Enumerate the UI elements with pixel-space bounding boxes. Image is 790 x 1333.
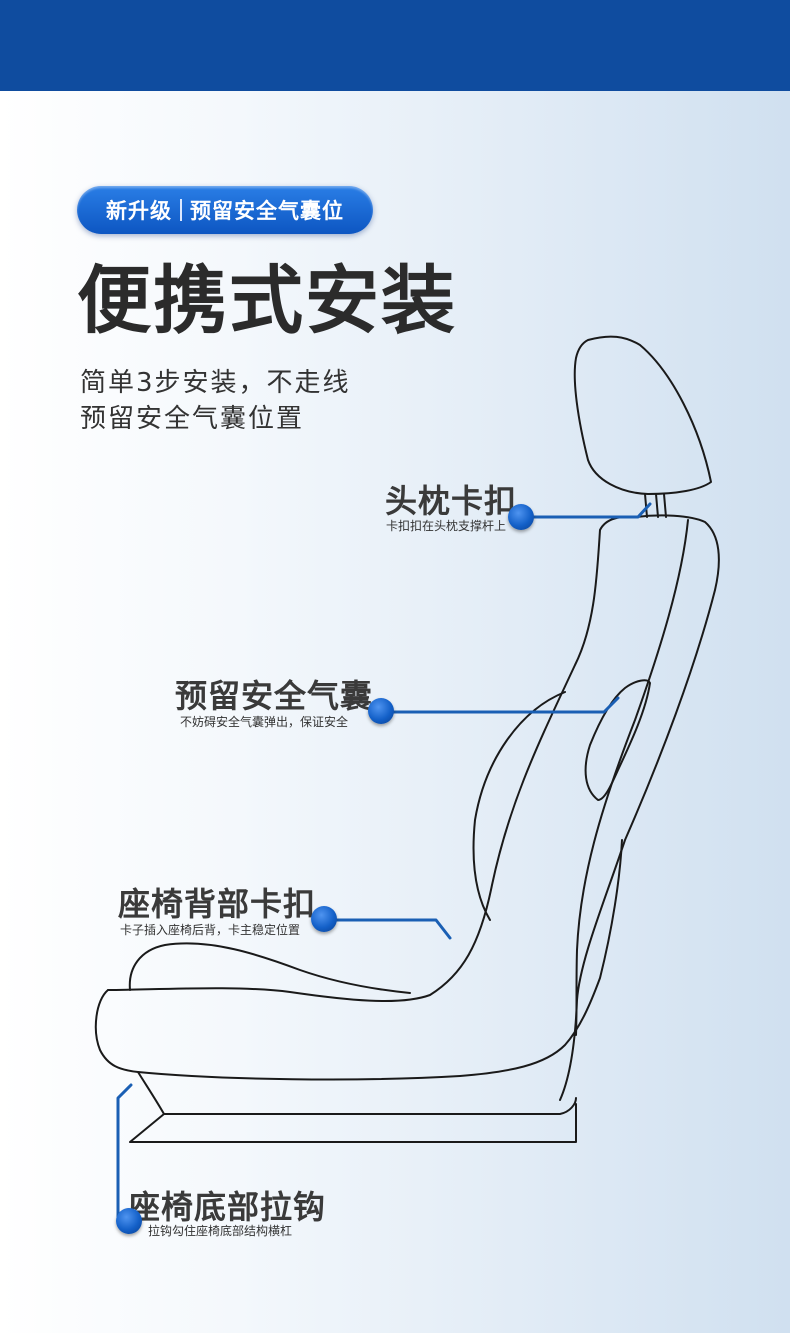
callout-backclip-title: 座椅背部卡扣 bbox=[118, 885, 317, 923]
badge-right-text: 预留安全气囊位 bbox=[190, 199, 344, 223]
callout-line-headrest bbox=[520, 502, 652, 519]
callout-airbag-desc: 不妨碍安全气囊弹出，保证安全 bbox=[180, 715, 349, 729]
backrest-outer bbox=[559, 514, 720, 1101]
top-banner bbox=[0, 0, 790, 91]
callout-airbag-marker bbox=[368, 698, 394, 724]
headrest-posts bbox=[644, 493, 667, 518]
badge-separator bbox=[180, 199, 182, 221]
callout-line-airbag bbox=[380, 696, 620, 714]
callout-line-bottomhook bbox=[116, 1083, 133, 1224]
callout-bottomhook-marker bbox=[116, 1208, 142, 1234]
badge-left-text: 新升级 bbox=[106, 199, 172, 223]
callout-airbag-title: 预留安全气囊 bbox=[175, 677, 374, 715]
seat-cushion-body bbox=[94, 839, 623, 1081]
side-bolster bbox=[472, 691, 566, 921]
upgrade-badge: 新升级 预留安全气囊位 bbox=[77, 186, 373, 234]
backrest-seam bbox=[575, 519, 689, 1036]
callout-headrest-title: 头枕卡扣 bbox=[385, 482, 518, 520]
callout-bottomhook-desc: 拉钩勾住座椅底部结构横杠 bbox=[148, 1224, 293, 1238]
callout-backclip-marker bbox=[311, 906, 337, 932]
lumbar-pad bbox=[584, 679, 651, 801]
seat-base bbox=[129, 1071, 577, 1143]
subtitle-line-2: 预留安全气囊位置 bbox=[80, 404, 305, 434]
callout-headrest-marker bbox=[508, 504, 534, 530]
page-title: 便携式安装 bbox=[77, 258, 457, 344]
backrest-front bbox=[107, 515, 637, 1002]
headrest-outline bbox=[573, 335, 712, 495]
seat-cushion-top bbox=[128, 942, 411, 994]
callout-backclip-desc: 卡子插入座椅后背，卡主稳定位置 bbox=[120, 923, 301, 937]
callout-line-backclip bbox=[323, 918, 452, 940]
callout-headrest-desc: 卡扣扣在头枕支撑杆上 bbox=[386, 519, 507, 533]
callout-bottomhook-title: 座椅底部拉钩 bbox=[128, 1188, 327, 1226]
subtitle-line-1: 简单3步安装，不走线 bbox=[80, 368, 351, 398]
